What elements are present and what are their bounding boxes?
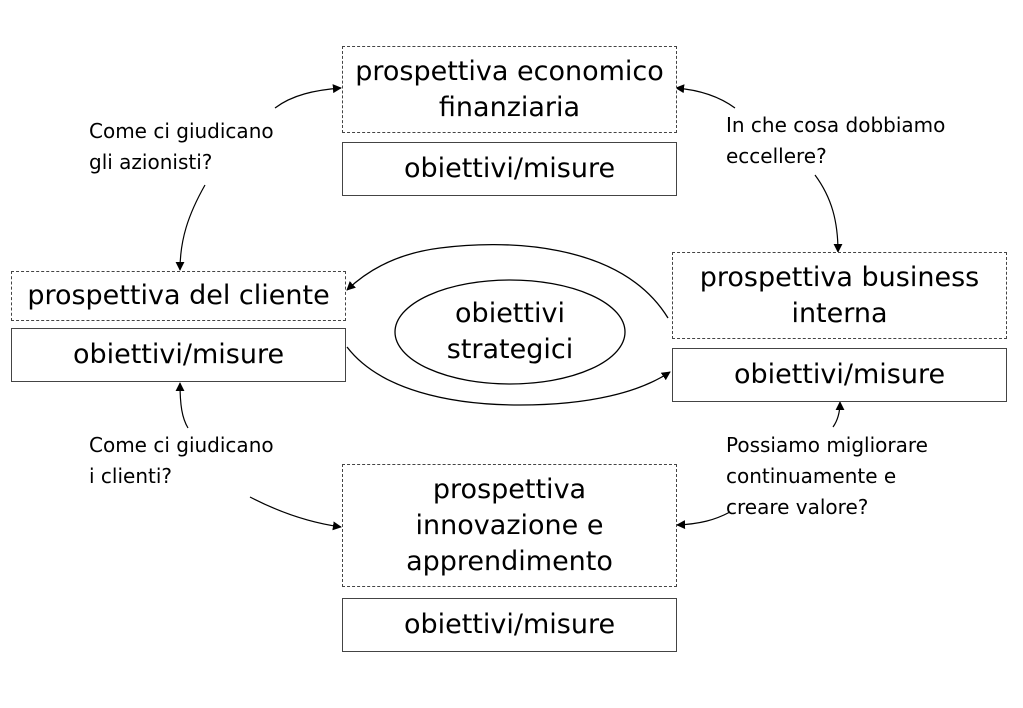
customer-title: prospettiva del cliente	[27, 280, 330, 311]
financial-title-line2: finanziaria	[438, 91, 581, 123]
financial-measures-label: obiettivi/misure	[403, 153, 616, 184]
arrow-excel-to-internal	[814, 174, 843, 253]
financial-measures-box: obiettivi/misure	[342, 142, 677, 196]
question-clients: Come ci giudicano i clienti?	[89, 430, 274, 492]
arrow-excel-to-financial	[675, 84, 736, 109]
financial-perspective-box: prospettiva economico finanziaria	[342, 46, 677, 133]
customer-measures-box: obiettivi/misure	[11, 328, 346, 382]
cycle-arc-bottom	[346, 346, 671, 406]
arrow-improve-to-learning	[676, 511, 731, 530]
learning-measures-box: obiettivi/misure	[342, 598, 677, 652]
question-clients-line2: i clienti?	[89, 464, 173, 488]
learning-title-line3: apprendimento	[406, 545, 613, 577]
internal-title-line1: prospettiva business	[699, 261, 980, 293]
question-shareholders-line2: gli azionisti?	[89, 150, 213, 174]
center-label: obiettivi strategici	[410, 296, 610, 368]
question-excel-line1: In che cosa dobbiamo	[726, 113, 946, 137]
question-excel: In che cosa dobbiamo eccellere?	[726, 110, 945, 172]
learning-perspective-box: prospettiva innovazione e apprendimento	[342, 464, 677, 587]
internal-measures-box: obiettivi/misure	[672, 348, 1007, 402]
arrow-shareholders-to-financial	[274, 84, 342, 109]
center-ellipse	[394, 279, 626, 385]
arrow-clients-to-customer	[175, 382, 189, 429]
learning-title-line1: prospettiva	[432, 473, 587, 505]
learning-title-line2: innovazione e	[415, 509, 604, 541]
customer-perspective-box: prospettiva del cliente	[11, 271, 346, 321]
arrow-clients-to-learning	[249, 496, 342, 531]
question-clients-line1: Come ci giudicano	[89, 433, 274, 457]
center-line1: obiettivi	[455, 298, 565, 329]
financial-title-line1: prospettiva economico	[355, 55, 664, 87]
question-improve-line1: Possiamo migliorare	[726, 433, 928, 457]
cycle-arc-top	[346, 243, 669, 319]
question-shareholders-line1: Come ci giudicano	[89, 119, 274, 143]
question-improve-line3: creare valore?	[726, 495, 869, 519]
question-excel-line2: eccellere?	[726, 144, 827, 168]
internal-title-line2: interna	[791, 297, 888, 329]
learning-measures-label: obiettivi/misure	[403, 609, 616, 640]
internal-perspective-box: prospettiva business interna	[672, 252, 1007, 339]
question-improve: Possiamo migliorare continuamente e crea…	[726, 430, 928, 523]
internal-measures-label: obiettivi/misure	[733, 359, 946, 390]
arrow-improve-to-internal	[832, 401, 845, 428]
question-improve-line2: continuamente e	[726, 464, 897, 488]
question-shareholders: Come ci giudicano gli azionisti?	[89, 116, 274, 178]
customer-measures-label: obiettivi/misure	[72, 339, 285, 370]
center-line2: strategici	[446, 334, 574, 365]
arrow-shareholders-to-customer	[175, 184, 206, 271]
